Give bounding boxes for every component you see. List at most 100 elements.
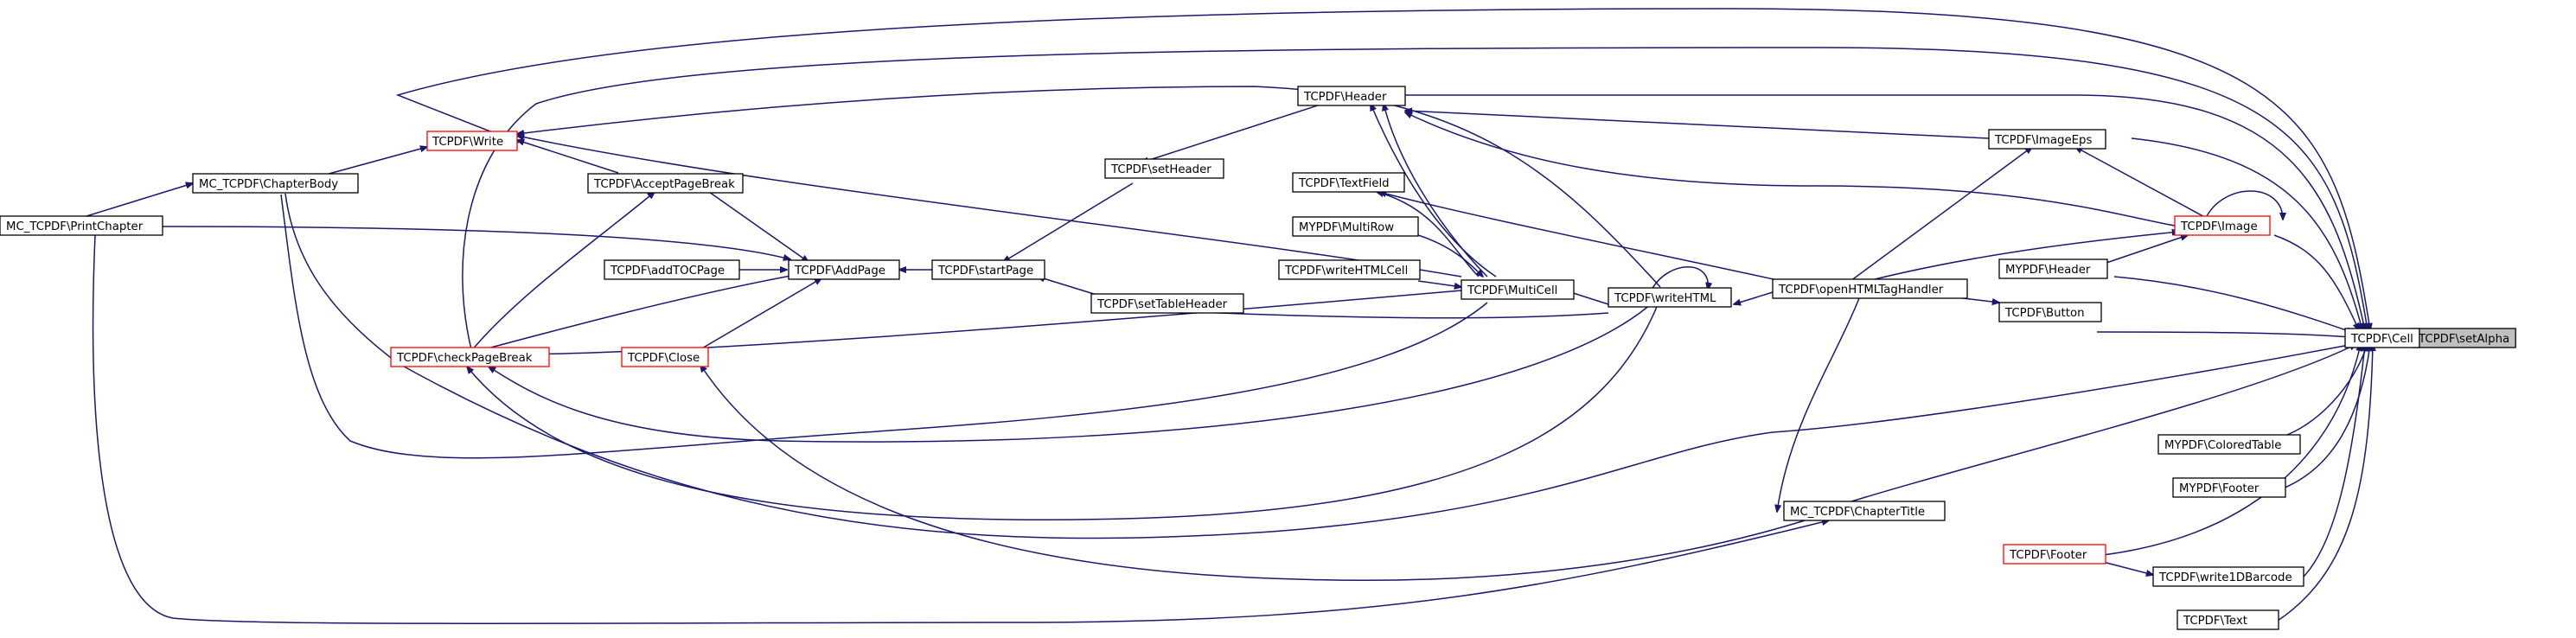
- node-textfield[interactable]: TCPDF\TextField: [1292, 172, 1405, 193]
- node-mypdffooter[interactable]: MYPDF\Footer: [2172, 477, 2286, 498]
- edge-text-cell: [2277, 344, 2373, 622]
- edge-imageeps-header: [1405, 111, 1990, 139]
- svg-text:MC_TCPDF\ChapterTitle: MC_TCPDF\ChapterTitle: [1790, 506, 1925, 519]
- edge-write1dbarcode-cell: [2302, 344, 2365, 578]
- svg-text:TCPDF\addTOCPage: TCPDF\addTOCPage: [610, 265, 725, 278]
- svg-text:TCPDF\AddPage: TCPDF\AddPage: [794, 265, 885, 278]
- svg-text:TCPDF\writeHTMLCell: TCPDF\writeHTMLCell: [1284, 265, 1408, 278]
- node-setalpha[interactable]: TCPDF\setAlpha: [2412, 328, 2516, 348]
- edge-image-imageeps: [2075, 147, 2210, 220]
- svg-text:MC_TCPDF\ChapterBody: MC_TCPDF\ChapterBody: [199, 178, 338, 191]
- edge-writehtml-checkpagebreak: [489, 295, 1661, 443]
- edge-chaptertitle-cell: [1828, 344, 2356, 509]
- node-button[interactable]: TCPDF\Button: [1998, 302, 2102, 322]
- edge-openhtmltaghandler-imageeps: [1850, 147, 2032, 282]
- node-chapterbody[interactable]: MC_TCPDF\ChapterBody: [192, 173, 359, 194]
- edge-writehtml-openhtmltaghandler: [1734, 291, 1774, 304]
- node-setheader[interactable]: TCPDF\setHeader: [1104, 158, 1224, 179]
- node-addpage[interactable]: TCPDF\AddPage: [788, 259, 900, 280]
- node-close[interactable]: TCPDF\Close: [621, 347, 709, 367]
- edge-writehtml2-checkpagebreak: [467, 297, 1661, 520]
- edge-multirow-multicell: [1417, 234, 1483, 277]
- node-writehtmlcell[interactable]: TCPDF\writeHTMLCell: [1278, 259, 1421, 280]
- edge-writehtml-header: [1371, 104, 1497, 278]
- edge-mypdfheader-image: [2103, 235, 2188, 265]
- svg-text:MC_TCPDF\PrintChapter: MC_TCPDF\PrintChapter: [6, 220, 144, 233]
- svg-text:TCPDF\Close: TCPDF\Close: [627, 352, 700, 365]
- node-addtocpage[interactable]: TCPDF\addTOCPage: [604, 259, 740, 280]
- svg-text:MYPDF\Footer: MYPDF\Footer: [2179, 482, 2260, 495]
- edge-settableheader-writehtml: [1176, 311, 1609, 319]
- svg-text:TCPDF\Image: TCPDF\Image: [2180, 220, 2258, 233]
- edge-acceptpagebreak-checkpagebreak: [470, 192, 655, 352]
- node-image[interactable]: TCPDF\Image: [2174, 215, 2271, 236]
- edge-chapterbody-checkpagebreak-tail: [284, 193, 399, 364]
- edge-close-addpage: [700, 278, 821, 350]
- edge-image-cell: [2273, 234, 2359, 330]
- node-footer[interactable]: TCPDF\Footer: [2003, 544, 2106, 565]
- edge-chaptertitle-openhtmltaghandler: [1777, 297, 1860, 512]
- node-openhtmltaghandler[interactable]: TCPDF\openHTMLTagHandler: [1772, 278, 1968, 299]
- node-printchapter[interactable]: MC_TCPDF\PrintChapter: [0, 215, 163, 236]
- edge-openhtmltaghandler-image: [1867, 232, 2179, 282]
- svg-text:TCPDF\Header: TCPDF\Header: [1303, 91, 1387, 104]
- edge-printchapter-chaptertitle: [92, 234, 1829, 624]
- svg-text:TCPDF\checkPageBreak: TCPDF\checkPageBreak: [396, 352, 533, 365]
- node-multicell[interactable]: TCPDF\MultiCell: [1461, 279, 1575, 300]
- edge-openhtmltaghandler-textfield: [1379, 192, 1782, 282]
- svg-text:TCPDF\ImageEps: TCPDF\ImageEps: [1994, 134, 2092, 147]
- edge-multicell-checkpagebreak: [506, 290, 1462, 354]
- node-writehtml[interactable]: TCPDF\writeHTML: [1608, 287, 1732, 308]
- edge-chapterbody-checkpagebreak: [280, 194, 1488, 459]
- edge-header-cell: [1405, 94, 2365, 330]
- node-coloredtable[interactable]: MYPDF\ColoredTable: [2157, 434, 2301, 455]
- node-settableheader[interactable]: TCPDF\setTableHeader: [1090, 293, 1244, 314]
- edge-startpage-setheader: [1003, 182, 1134, 262]
- svg-text:MYPDF\Header: MYPDF\Header: [2005, 264, 2091, 277]
- node-startpage[interactable]: TCPDF\startPage: [931, 259, 1045, 280]
- edge-mypdfheader-cell: [2113, 276, 2354, 333]
- edge-footer-write1dbarcode: [2102, 561, 2153, 575]
- edge-image-self: [2204, 190, 2283, 220]
- node-multirow[interactable]: MYPDF\MultiRow: [1292, 216, 1419, 237]
- node-mypdfheader[interactable]: MYPDF\Header: [1998, 258, 2108, 279]
- edge-imageeps-cell: [2131, 137, 2362, 330]
- edge-acceptpagebreak-addpage: [708, 191, 809, 262]
- edge-coloredtable-cell: [2282, 344, 2368, 437]
- node-header[interactable]: TCPDF\Header: [1297, 86, 1406, 106]
- edge-writehtmlcell-multicell: [1417, 280, 1461, 287]
- edge-writehtml-cell: [397, 344, 2354, 539]
- node-write[interactable]: TCPDF\Write: [426, 131, 518, 151]
- edge-startpage-settableheader: [1038, 277, 1095, 295]
- node-write1dbarcode[interactable]: TCPDF\write1DBarcode: [2152, 566, 2304, 587]
- edge-mypdffooter-cell: [2282, 344, 2370, 489]
- edge-writehtml-self: [1651, 266, 1708, 290]
- edge-textfield-multicell: [1377, 192, 1480, 278]
- edge-button-cell: [2096, 331, 2352, 337]
- svg-text:TCPDF\Footer: TCPDF\Footer: [2009, 549, 2087, 562]
- svg-text:MYPDF\MultiRow: MYPDF\MultiRow: [1299, 221, 1394, 234]
- svg-text:TCPDF\openHTMLTagHandler: TCPDF\openHTMLTagHandler: [1778, 284, 1944, 297]
- node-chaptertitle[interactable]: MC_TCPDF\ChapterTitle: [1783, 501, 1946, 521]
- edge-multicell-write: [517, 136, 1462, 278]
- svg-text:TCPDF\writeHTML: TCPDF\writeHTML: [1614, 292, 1716, 305]
- node-checkpagebreak[interactable]: TCPDF\checkPageBreak: [390, 347, 550, 367]
- svg-text:TCPDF\Text: TCPDF\Text: [2183, 615, 2247, 628]
- node-text[interactable]: TCPDF\Text: [2176, 609, 2279, 630]
- svg-text:TCPDF\startPage: TCPDF\startPage: [937, 265, 1033, 278]
- edge-close-chaptertitle: [700, 365, 1817, 582]
- edge-setheader-header: [1141, 103, 1324, 163]
- edge-multicell-header: [1384, 104, 1488, 278]
- svg-text:TCPDF\Write: TCPDF\Write: [431, 136, 503, 149]
- svg-text:TCPDF\Cell: TCPDF\Cell: [2350, 333, 2413, 346]
- node-cell[interactable]: TCPDF\Cell: [2344, 328, 2420, 348]
- node-imageeps[interactable]: TCPDF\ImageEps: [1988, 129, 2106, 150]
- svg-text:MYPDF\ColoredTable: MYPDF\ColoredTable: [2164, 439, 2281, 452]
- node-acceptpagebreak[interactable]: TCPDF\AcceptPageBreak: [587, 173, 744, 194]
- edge-printchapter-addpage: [162, 226, 790, 259]
- svg-text:TCPDF\AcceptPageBreak: TCPDF\AcceptPageBreak: [593, 178, 735, 191]
- svg-text:TCPDF\setAlpha: TCPDF\setAlpha: [2418, 333, 2509, 346]
- edge-chapterbody-write: [312, 147, 427, 179]
- edge-writehtml-write: [517, 86, 1661, 288]
